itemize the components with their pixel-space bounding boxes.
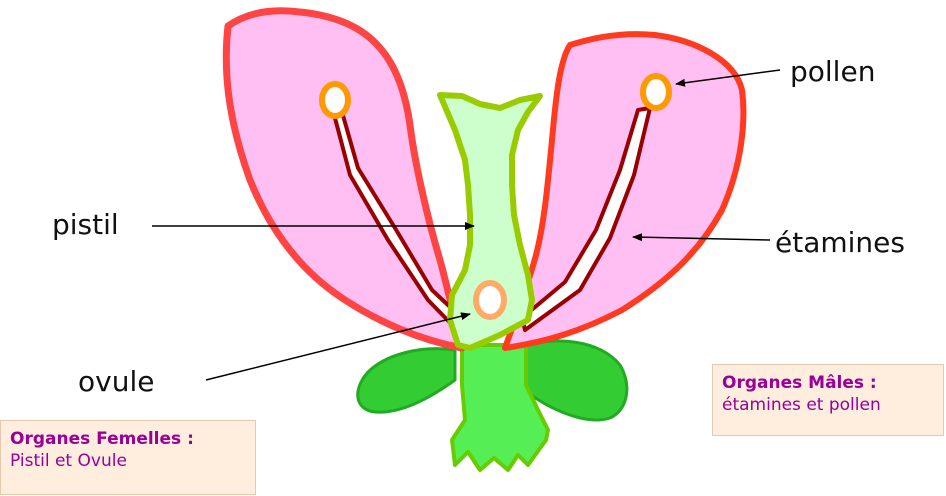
legend-male-title: Organes Mâles : bbox=[722, 372, 934, 394]
pistil-label: pistil bbox=[52, 211, 119, 239]
ovule-shape bbox=[476, 283, 504, 317]
legend-male-text: étamines et pollen bbox=[722, 394, 934, 416]
legend-female: Organes Femelles : Pistil et Ovule bbox=[0, 420, 256, 495]
legend-female-text: Pistil et Ovule bbox=[10, 450, 246, 472]
pollen-label: pollen bbox=[790, 58, 875, 86]
etamines-label: étamines bbox=[775, 229, 905, 257]
legend-male: Organes Mâles : étamines et pollen bbox=[712, 364, 944, 436]
anther-right bbox=[643, 76, 669, 108]
sepal-left bbox=[358, 349, 455, 412]
ovule-label: ovule bbox=[78, 368, 154, 396]
anther-left bbox=[322, 84, 348, 116]
legend-female-title: Organes Femelles : bbox=[10, 428, 246, 450]
